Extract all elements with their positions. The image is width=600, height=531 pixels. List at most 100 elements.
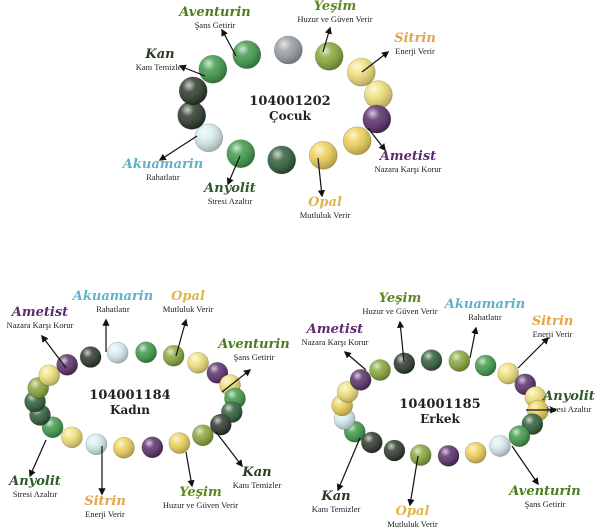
stone-benefit: Şans Getirir [194,20,236,30]
stone-benefit: Kanı Temizler [135,62,185,72]
arrow-opal [317,157,325,198]
ametist-bead [56,353,78,376]
label-akuamarin: Akuamarin Rahatlatır [440,298,530,322]
label-yesim: Yeşim Huzur ve Güven Verir [148,486,253,510]
arrow-akuamarin [158,135,198,161]
sitrin-bead [61,426,83,449]
arrow-ametist [343,351,367,371]
arrow-opal [407,455,419,507]
product-name: Erkek [420,411,460,426]
sitrin-bead [363,80,393,109]
stone-benefit: Şans Getirir [524,499,566,509]
stone-name: Kan [145,47,175,62]
arrow-ametist [367,127,386,152]
label-anyolit: Anyolit Stresi Azaltır [185,182,275,206]
stone-benefit: Mutluluk Verir [299,210,351,220]
arrow-akuamarin [469,326,479,359]
stone-name: Anyolit [9,474,61,489]
stone-name: Yeşim [179,485,222,500]
aventurin-bead [198,54,228,84]
stone-name: Sitrin [84,494,126,509]
stone-benefit: Stresi Azaltır [546,404,592,414]
kan-bead [79,346,102,368]
stone-benefit: Rahatlatır [468,312,502,322]
yesim-bead [448,350,471,372]
stone-benefit: Enerji Verir [395,46,435,56]
charm-bead [274,35,303,65]
stone-name: Opal [171,289,205,304]
aventurin-bead [508,425,531,447]
stone-benefit: Rahatlatır [96,304,130,314]
sitrin-bead [38,364,61,387]
kan-bead [209,413,232,436]
stone-benefit: Nazara Karşı Korur [374,164,442,174]
stone-benefit: Huzur ve Güven Verir [362,306,438,316]
label-kan: Kan Kanı Temizler [300,490,372,514]
label-ametist: Ametist Nazara Karşı Korur [0,306,80,330]
stone-name: Sitrin [531,314,574,329]
ametist-bead [437,445,460,467]
label-ametist: Ametist Nazara Karşı Korur [290,323,380,347]
arrow-kan [215,431,243,468]
arrow-kan [336,437,361,492]
anyolit-bead [267,145,296,175]
stone-name: Kan [242,465,272,480]
stone-name: Ametist [306,322,364,337]
ametist-bead [141,436,164,459]
stone-benefit: Nazara Karşı Korur [6,320,74,330]
akuamarin-bead [194,123,224,153]
stone-benefit: Stresi Azaltır [207,196,253,206]
opal-bead [342,126,372,156]
aventurin-bead [232,40,262,69]
label-anyolit: Anyolit Stresi Azaltır [0,475,70,499]
stone-name: Sitrin [394,31,436,46]
label-akuamarin: Akuamarin Rahatlatır [68,290,158,314]
label-ametist: Ametist Nazara Karşı Korur [358,150,458,174]
stone-benefit: Stresi Azaltır [12,489,58,499]
stone-name: Aventurin [218,337,290,352]
stone-benefit: Şans Getirir [233,352,275,362]
label-opal: Opal Mutluluk Verir [280,196,370,220]
product-code-block: 104001185 Erkek [390,397,490,427]
stone-benefit: Huzur ve Güven Verir [297,14,373,24]
stone-name: Akuamarin [72,289,154,304]
product-code-block: 104001202 Çocuk [240,94,340,124]
yesim-bead [162,344,185,367]
arrow-anyolit [226,155,241,186]
label-aventurin: Aventurin Şans Getirir [500,485,590,509]
arrow-yesim [185,451,195,488]
stone-name: Akuamarin [122,157,204,172]
stone-benefit: Enerji Verir [85,509,125,519]
stone-benefit: Nazara Karşı Korur [301,337,369,347]
product-code: 104001202 [249,94,331,109]
product-name: Kadın [110,402,150,417]
stone-benefit: Enerji Verir [532,329,573,339]
stone-name: Yeşim [313,0,357,14]
label-akuamarin: Akuamarin Rahatlatır [118,158,208,182]
kan-bead [177,101,207,130]
stone-name: Opal [395,504,430,519]
kan-bead [361,431,383,454]
product-code: 104001185 [399,397,481,412]
label-aventurin: Aventurin Şans Getirir [210,338,298,362]
arrow-opal [175,318,188,357]
yesim-bead [369,359,391,381]
stone-name: Aventurin [179,5,251,20]
stone-name: Ametist [379,149,437,164]
opal-bead [113,436,135,459]
stone-benefit: Mutluluk Verir [162,304,214,314]
product-code: 104001184 [89,388,171,403]
label-sitrin: Sitrin Enerji Verir [70,495,140,519]
sitrin-bead [497,362,519,385]
stone-name: Aventurin [509,484,581,499]
arrow-aventurin [221,369,252,393]
label-anyolit: Anyolit Stresi Azaltır [538,390,600,414]
sitrin-bead [346,57,376,87]
arrow-yesim [322,26,332,53]
akuamarin-bead [106,341,129,364]
label-yesim: Yeşim Huzur ve Güven Verir [350,292,450,316]
stone-name: Yeşim [378,291,422,306]
kan-bead [178,76,208,106]
arrow-aventurin [221,28,237,57]
